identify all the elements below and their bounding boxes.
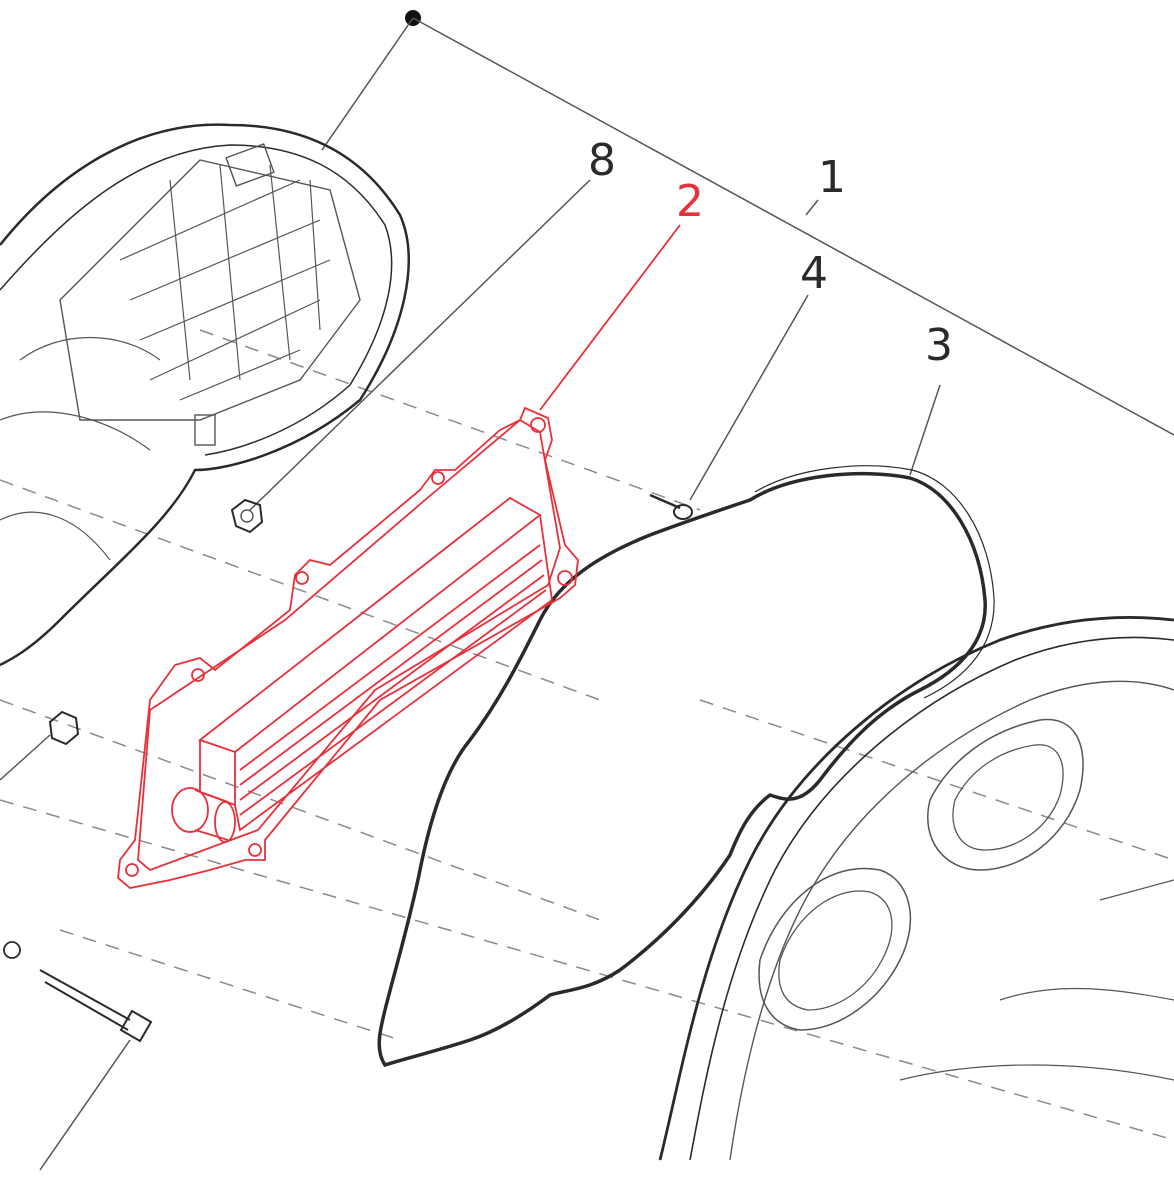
bolt-part <box>3 941 153 1171</box>
leader-line-1 <box>321 10 1174 436</box>
callout-label-8: 8 <box>588 135 616 186</box>
housing-cover <box>0 123 410 667</box>
callout-label-2: 2 <box>676 176 704 227</box>
callout-label-3: 3 <box>925 320 953 371</box>
callout-label-1: 1 <box>818 152 846 203</box>
highlighted-part-2 <box>117 224 681 889</box>
callout-labels: 1 2 3 4 8 <box>588 135 953 371</box>
callout-label-4: 4 <box>800 248 828 299</box>
nut-part-left <box>0 710 80 781</box>
gasket-part-3 <box>377 384 995 1068</box>
assembly-axis-lines <box>0 329 1174 1141</box>
screw-part-4 <box>649 294 809 520</box>
nut-part-8 <box>230 179 591 534</box>
housing-base <box>658 616 1174 1161</box>
